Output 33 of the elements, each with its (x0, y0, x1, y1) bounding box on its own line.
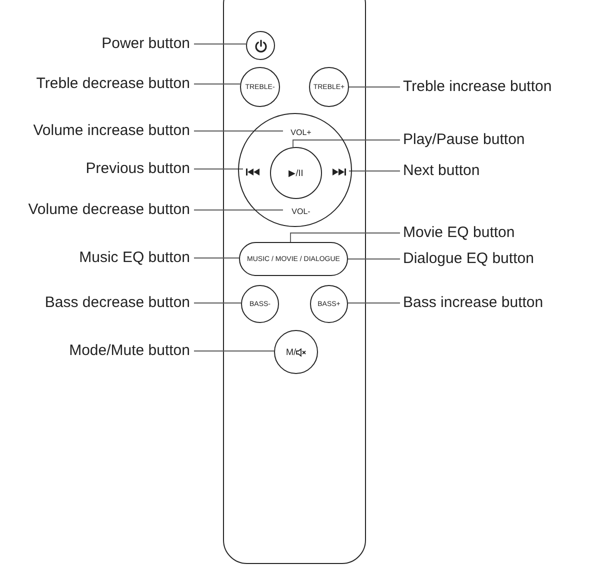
leader-line (348, 86, 400, 88)
callout-label: Previous button (0, 160, 190, 178)
button-label: M/ (286, 347, 296, 357)
leader-line (348, 302, 400, 304)
power-button (246, 31, 275, 60)
callout-label: Bass increase button (403, 294, 544, 312)
previous-icon (245, 166, 261, 178)
next-icon (331, 166, 347, 178)
round-button: ▶/II (270, 147, 322, 199)
callout-label: Play/Pause button (403, 131, 525, 149)
callout-label: Mode/Mute button (0, 342, 190, 360)
leader-line (194, 130, 284, 132)
callout-label: Movie EQ button (403, 224, 515, 242)
leader-line (194, 302, 242, 304)
callout-label: Power button (0, 35, 190, 53)
callout-label: Treble decrease button (0, 75, 190, 93)
navigation-ring (238, 113, 352, 227)
leader-line (290, 232, 400, 242)
callout-label: Bass decrease button (0, 294, 190, 312)
callout-label: Next button (403, 162, 480, 180)
callout-label: Music EQ button (0, 249, 190, 267)
leader-line (194, 350, 274, 352)
leader-line (348, 258, 400, 260)
button-label: VOL- (285, 207, 317, 217)
leader-line (292, 140, 400, 148)
leader-line (194, 168, 244, 170)
callout-label: Treble increase button (403, 78, 552, 96)
button-label: VOL+ (285, 128, 317, 138)
round-button (274, 330, 318, 374)
callout-label: Dialogue EQ button (403, 250, 534, 268)
callout-label: Volume decrease button (0, 201, 190, 219)
leader-line (348, 170, 400, 172)
callout-label: Volume increase button (0, 122, 190, 140)
